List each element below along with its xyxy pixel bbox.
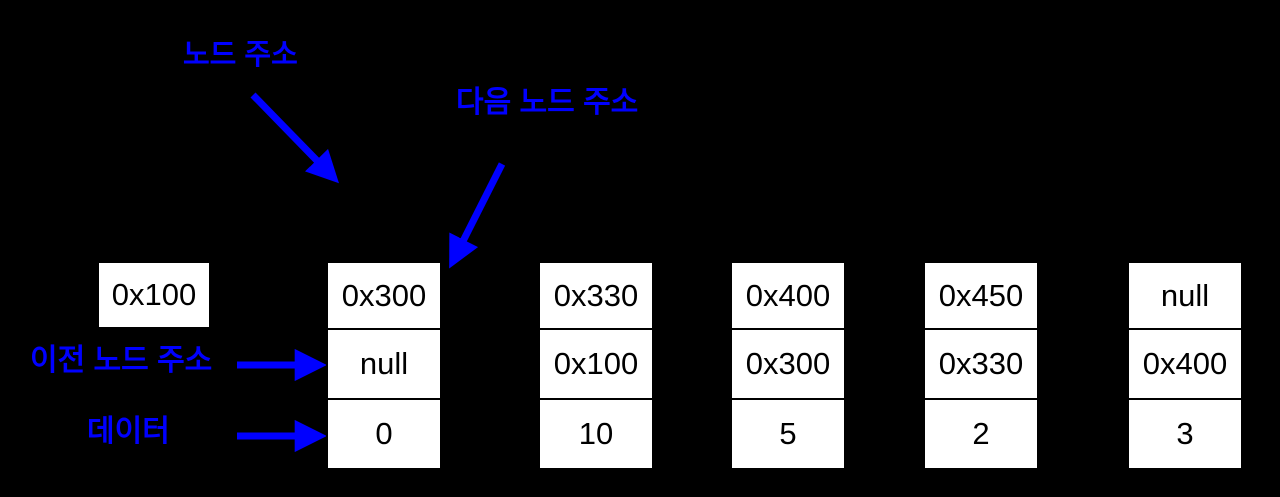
cell-next-address: 0x300 — [326, 261, 442, 330]
cell-data: 3 — [1127, 397, 1243, 470]
cell-prev-address: 0x330 — [923, 327, 1039, 400]
arrow-node-address — [250, 92, 339, 184]
cell-data: 10 — [538, 397, 654, 470]
cell-next-address: null — [1127, 261, 1243, 330]
node-column-3: 0x400 0x300 5 — [730, 261, 846, 470]
cell-prev-address: 0x100 — [538, 327, 654, 400]
cell-data: 0 — [326, 397, 442, 470]
cell-prev-address: 0x400 — [1127, 327, 1243, 400]
node-column-1: 0x300 null 0 — [326, 261, 442, 470]
cell-prev-address: 0x300 — [730, 327, 846, 400]
label-data: 데이터 — [87, 415, 170, 448]
cell-data: 2 — [923, 397, 1039, 470]
cell-data: 5 — [730, 397, 846, 470]
arrow-next-node-address — [449, 162, 506, 269]
node-column-2: 0x330 0x100 10 — [538, 261, 654, 470]
cell-next-address: 0x400 — [730, 261, 846, 330]
head-address-box: 0x100 — [97, 261, 211, 329]
label-next-node-address: 다음 노드 주소 — [456, 86, 639, 119]
label-prev-node-address: 이전 노드 주소 — [30, 344, 213, 377]
cell-next-address: 0x450 — [923, 261, 1039, 330]
cell-prev-address: null — [326, 327, 442, 400]
cell-next-address: 0x330 — [538, 261, 654, 330]
label-node-address: 노드 주소 — [183, 39, 298, 71]
node-column-5: null 0x400 3 — [1127, 261, 1243, 470]
node-column-4: 0x450 0x330 2 — [923, 261, 1039, 470]
